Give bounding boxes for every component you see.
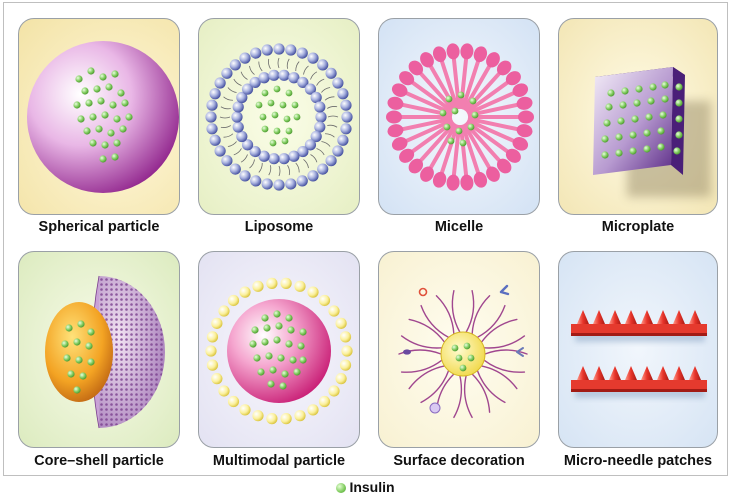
- panel-microplate: [558, 18, 718, 215]
- caption-liposome: Liposome: [191, 219, 367, 235]
- panel-liposome: [198, 18, 360, 215]
- panel-micelle: [378, 18, 540, 215]
- caption-microplate: Microplate: [550, 219, 726, 235]
- caption-spherical-particle: Spherical particle: [11, 219, 187, 235]
- legend-label: Insulin: [349, 479, 394, 495]
- caption-surface-decoration: Surface decoration: [371, 453, 547, 469]
- panel-spherical-particle: [18, 18, 180, 215]
- legend: Insulin: [0, 479, 731, 495]
- panel-micro-needle-patches: [558, 251, 718, 448]
- insulin-legend-icon: [336, 483, 346, 493]
- micelle-icon: [379, 19, 540, 215]
- liposome-icon: [199, 19, 360, 215]
- caption-multimodal-particle: Multimodal particle: [191, 453, 367, 469]
- microplate-icon: [559, 19, 718, 215]
- panel-surface-decoration: [378, 251, 540, 448]
- panel-multimodal-particle: [198, 251, 360, 448]
- caption-micelle: Micelle: [371, 219, 547, 235]
- core-shell-particle-icon: [19, 252, 180, 448]
- caption-micro-needle-patches: Micro-needle patches: [550, 453, 726, 469]
- caption-core-shell-particle: Core–shell particle: [11, 453, 187, 469]
- multimodal-particle-icon: [199, 252, 360, 448]
- spherical-particle-icon: [19, 19, 180, 215]
- surface-decoration-icon: [379, 252, 540, 448]
- panel-core-shell-particle: [18, 251, 180, 448]
- micro-needle-patches-icon: [559, 252, 718, 448]
